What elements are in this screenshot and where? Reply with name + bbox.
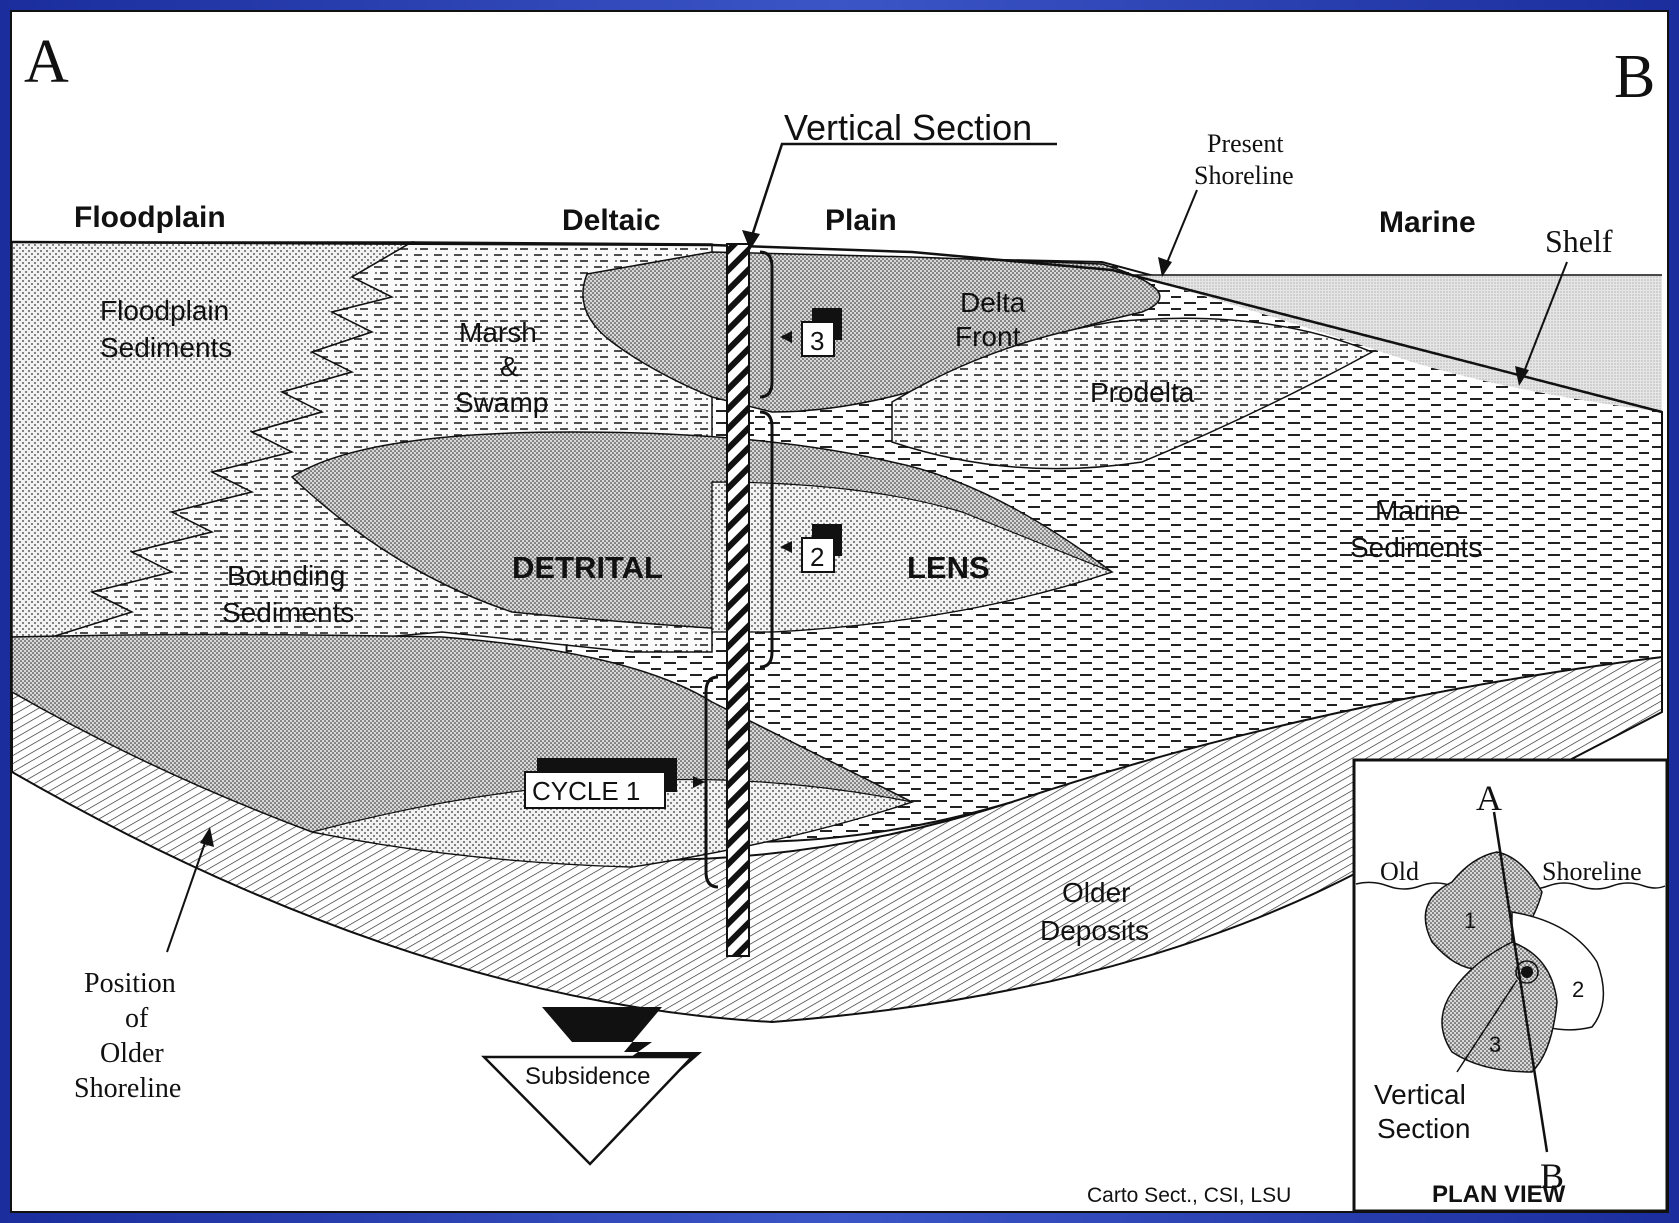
inset-vs-2: Section	[1377, 1113, 1470, 1144]
marine-heading: Marine	[1379, 206, 1476, 239]
shelf-heading: Shelf	[1545, 223, 1613, 259]
floodplain-sediments-2: Sediments	[100, 332, 232, 363]
inset-lobe-2-label: 2	[1572, 977, 1584, 1002]
floodplain-sediments-1: Floodplain	[100, 295, 229, 326]
vertical-section-label: Vertical Section	[784, 107, 1032, 148]
cycle-2-label: 2	[810, 542, 824, 572]
cycle-1-label: CYCLE 1	[532, 776, 640, 806]
diagram-panel: Vertical Section A B Floodplain Deltaic …	[10, 10, 1669, 1213]
marsh-label-1: Marsh	[459, 317, 537, 348]
corner-b: B	[1614, 43, 1655, 111]
detrital-label: DETRITAL	[512, 550, 663, 585]
marine-sediments-1: Marine	[1375, 495, 1461, 526]
inset-a: A	[1476, 778, 1502, 818]
marsh-label-3: Swamp	[455, 387, 548, 418]
inset-lobe-1-label: 1	[1464, 908, 1476, 933]
bounding-sediments-1: Bounding	[227, 560, 345, 591]
prodelta-label: Prodelta	[1090, 377, 1195, 408]
inset-old: Old	[1380, 857, 1419, 886]
present-shoreline-arrowhead	[1158, 257, 1172, 277]
vertical-section-pointer	[750, 144, 1057, 242]
position-label-1: Position	[84, 968, 176, 999]
present-shoreline-2: Shoreline	[1194, 161, 1294, 190]
plan-view-inset: A B Old Shoreline 1 2 3 Vertical Section…	[1354, 760, 1667, 1211]
vertical-section-column	[727, 244, 749, 956]
position-label-2: of	[125, 1003, 149, 1034]
inset-title: PLAN VIEW	[1432, 1181, 1566, 1208]
present-shoreline-1: Present	[1207, 129, 1284, 158]
older-deposits-2: Deposits	[1040, 915, 1149, 946]
cycle-3-label: 3	[810, 326, 824, 356]
older-deposits-1: Older	[1062, 877, 1130, 908]
marine-sediments-2: Sediments	[1350, 532, 1482, 563]
deltaic-heading: Deltaic	[562, 204, 660, 237]
floodplain-heading: Floodplain	[74, 201, 226, 234]
credit-text: Carto Sect., CSI, LSU	[1087, 1184, 1291, 1207]
delta-front-1: Delta	[960, 287, 1026, 318]
inset-shoreline: Shoreline	[1542, 857, 1642, 886]
inset-section-point	[1521, 966, 1533, 978]
subsidence-arrow: Subsidence	[484, 1007, 702, 1164]
delta-front-2: Front	[955, 321, 1021, 352]
corner-a: A	[24, 28, 69, 96]
cross-section-diagram: Vertical Section A B Floodplain Deltaic …	[12, 12, 1667, 1211]
position-label-3: Older	[100, 1038, 164, 1069]
present-shoreline-leader	[1164, 190, 1197, 270]
inset-vs-1: Vertical	[1374, 1079, 1466, 1110]
bounding-sediments-2: Sediments	[222, 597, 354, 628]
plain-heading: Plain	[825, 204, 897, 237]
position-label-4: Shoreline	[74, 1073, 181, 1104]
subsidence-label: Subsidence	[525, 1063, 650, 1090]
lens-label: LENS	[907, 550, 990, 585]
marsh-label-2: &	[500, 351, 519, 382]
inset-lobe-3-label: 3	[1489, 1032, 1501, 1057]
